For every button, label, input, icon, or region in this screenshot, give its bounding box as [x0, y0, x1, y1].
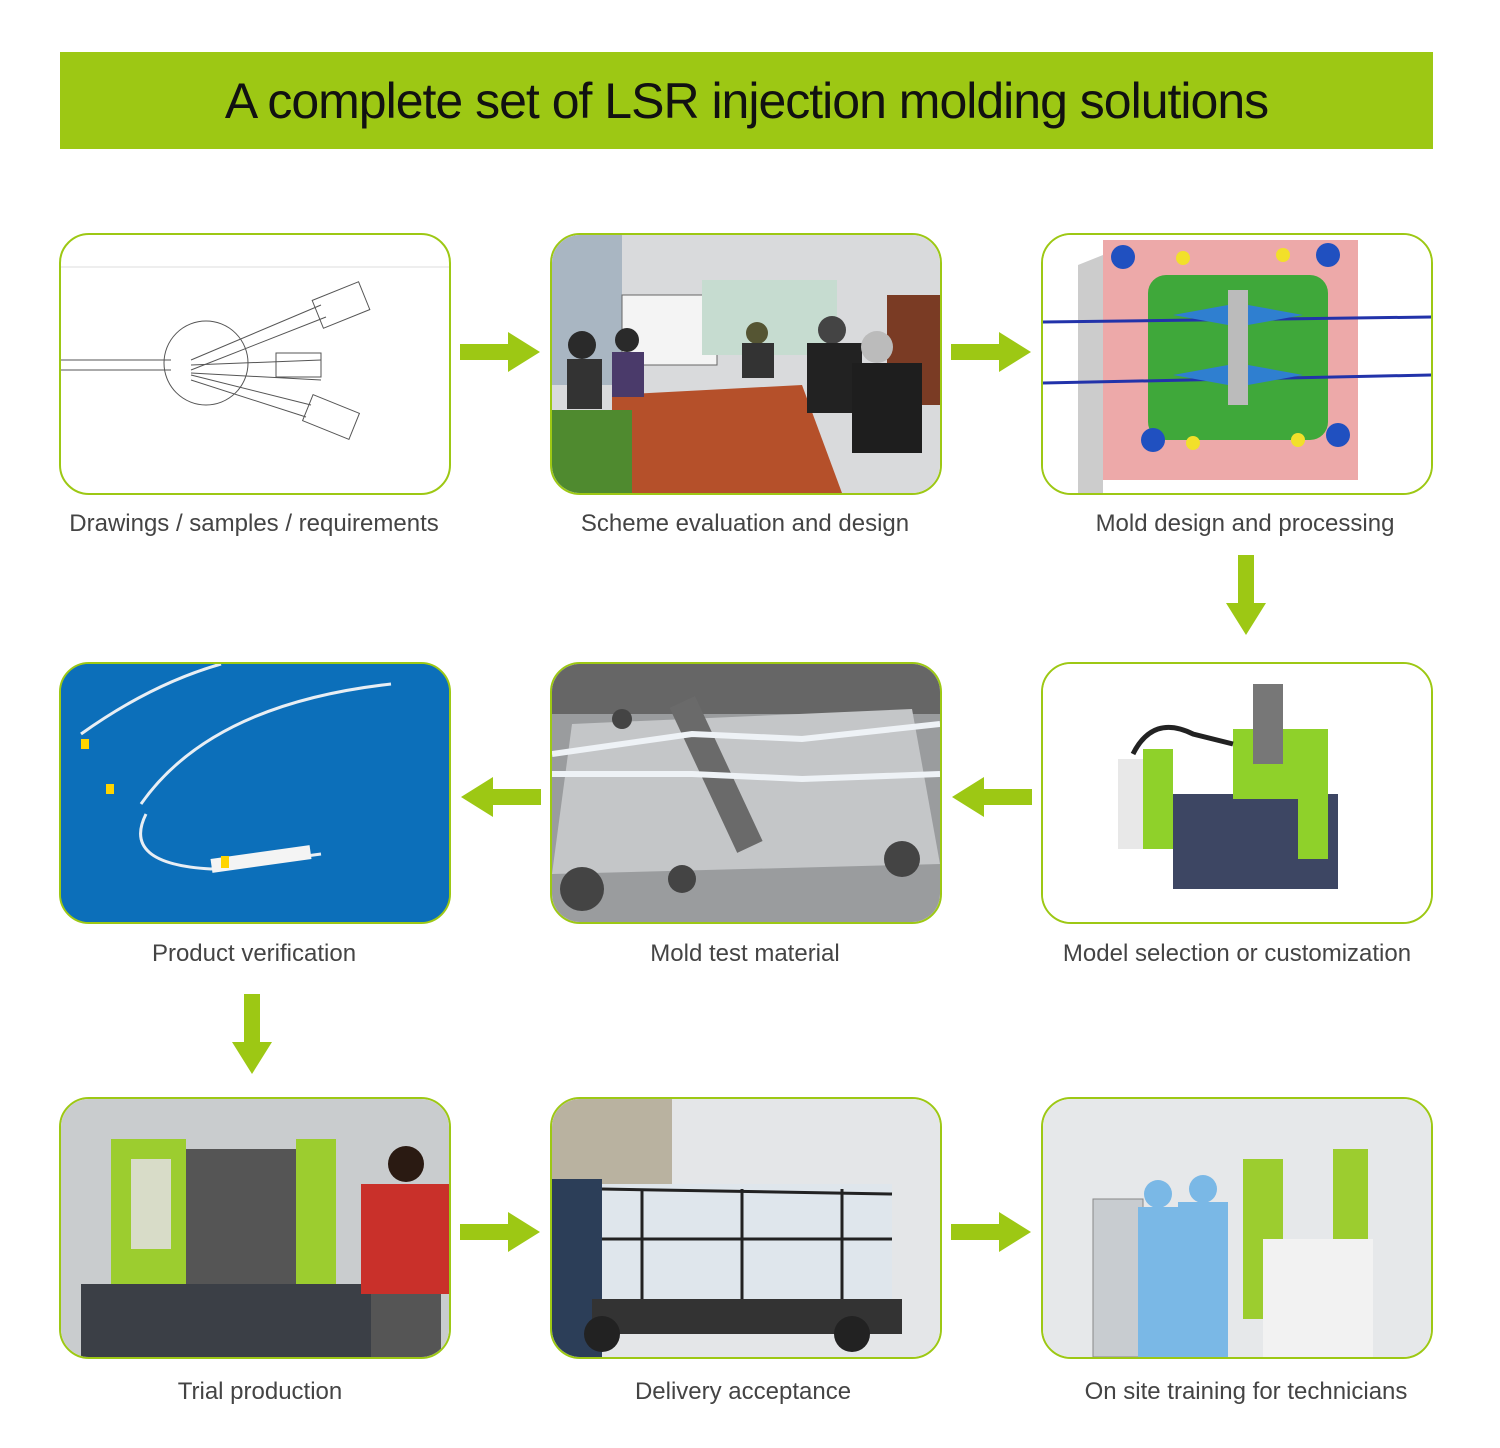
step-card-drawings	[59, 233, 451, 495]
truck-photo-icon	[552, 1099, 940, 1357]
step-card-product-verification	[59, 662, 451, 924]
step-label-delivery: Delivery acceptance	[634, 1378, 852, 1405]
step-label-mold-test: Mold test material	[650, 940, 840, 967]
step-label-training: On site training for technicians	[1084, 1378, 1408, 1405]
arrow-down-icon	[232, 994, 272, 1074]
injection-machine-icon	[1043, 664, 1431, 922]
step-card-model-selection	[1041, 662, 1433, 924]
catheter-product-icon	[61, 664, 449, 922]
mold-photo-icon	[552, 664, 940, 922]
arrow-right-icon	[460, 332, 540, 372]
arrow-right-icon	[951, 332, 1031, 372]
arrow-right-icon	[460, 1212, 540, 1252]
step-label-model-selection: Model selection or customization	[1062, 940, 1412, 967]
arrow-left-icon	[461, 777, 541, 817]
mold-cad-icon	[1043, 235, 1431, 493]
step-card-mold-test	[550, 662, 942, 924]
step-label-drawings: Drawings / samples / requirements	[69, 510, 439, 537]
step-card-scheme	[550, 233, 942, 495]
arrow-right-icon	[951, 1212, 1031, 1252]
step-label-scheme: Scheme evaluation and design	[580, 510, 910, 537]
step-card-delivery	[550, 1097, 942, 1359]
step-card-mold-design	[1041, 233, 1433, 495]
step-card-trial-production	[59, 1097, 451, 1359]
step-card-training	[1041, 1097, 1433, 1359]
training-photo-icon	[1043, 1099, 1431, 1357]
step-label-trial-production: Trial production	[177, 1378, 343, 1405]
meeting-photo-icon	[552, 235, 940, 493]
step-label-mold-design: Mold design and processing	[1095, 510, 1395, 537]
page-title: A complete set of LSR injection molding …	[224, 72, 1269, 129]
production-photo-icon	[61, 1099, 449, 1357]
title-banner: A complete set of LSR injection molding …	[60, 52, 1433, 149]
step-label-product-verification: Product verification	[151, 940, 357, 967]
arrow-down-icon	[1226, 555, 1266, 635]
technical-drawing-icon	[61, 266, 449, 440]
arrow-left-icon	[952, 777, 1032, 817]
